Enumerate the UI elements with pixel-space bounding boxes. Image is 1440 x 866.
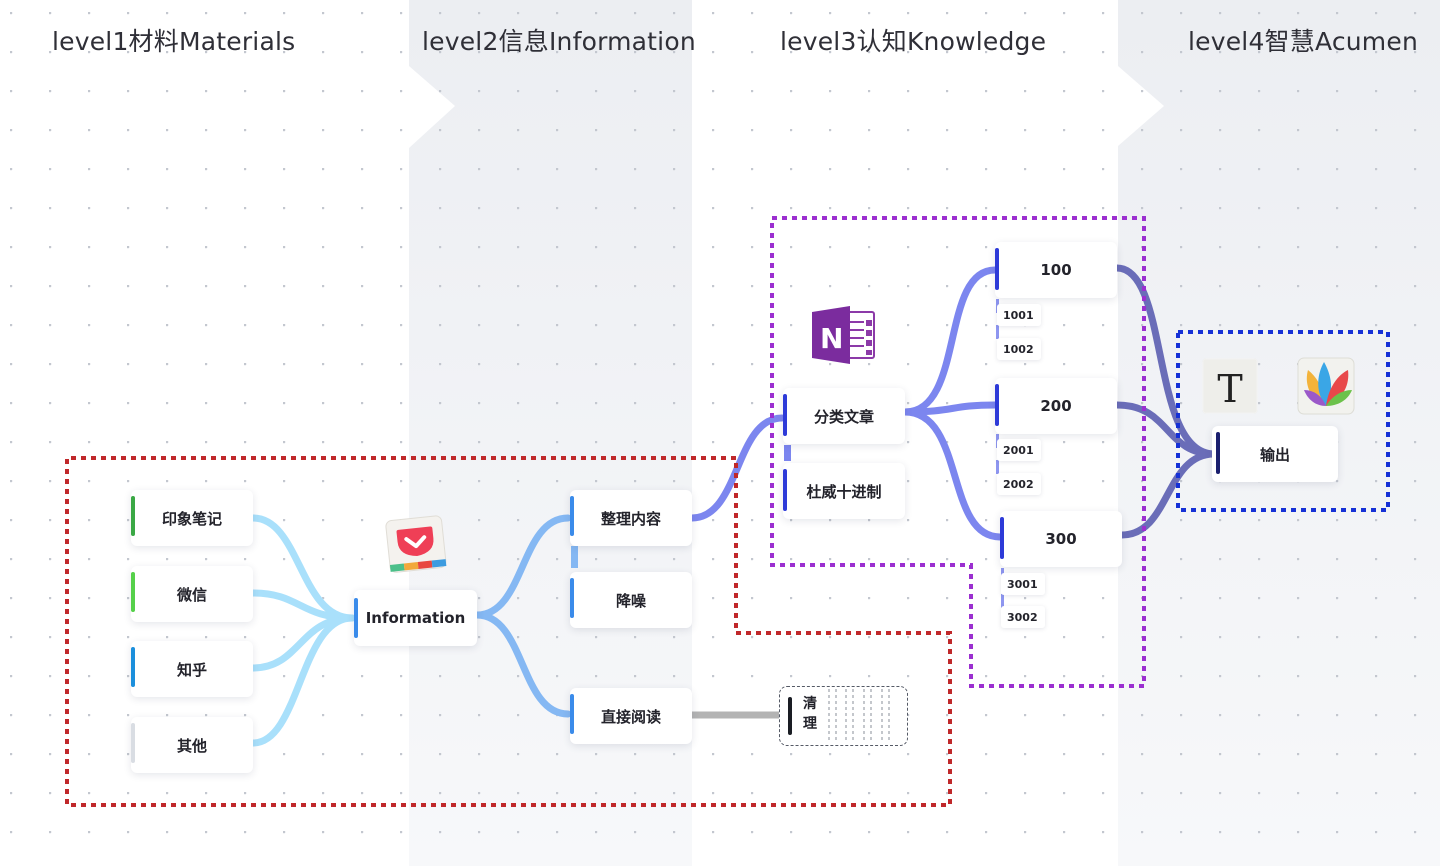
blue-dashed-box bbox=[1176, 330, 1390, 512]
link-output-200 bbox=[1113, 401, 1218, 458]
knowledge-node-classify[interactable]: 分类文章 bbox=[783, 388, 905, 444]
category-node-200[interactable]: 200 bbox=[995, 378, 1117, 434]
leaf-node-2001[interactable]: 2001 bbox=[997, 439, 1041, 461]
node-accent-bar bbox=[570, 578, 574, 618]
cleanup-stack-lines bbox=[788, 689, 890, 742]
link-process-3 bbox=[473, 611, 572, 718]
node-label: 输出 bbox=[1259, 445, 1290, 464]
pocket-app-icon bbox=[385, 515, 447, 573]
header-level3: level3认知Knowledge bbox=[780, 27, 1047, 56]
node-accent-bar bbox=[131, 647, 135, 687]
node-label: 微信 bbox=[176, 585, 207, 604]
red-dashed-box bbox=[65, 456, 952, 807]
link-cat-300 bbox=[901, 408, 1004, 541]
header-level4: level4智慧Acumen bbox=[1188, 27, 1418, 56]
output-links bbox=[1113, 264, 1218, 539]
svg-text:N: N bbox=[820, 322, 843, 355]
node-label: 300 bbox=[1045, 530, 1077, 548]
source-node-other[interactable]: 其他 bbox=[131, 717, 253, 773]
leaf-node-3001[interactable]: 3001 bbox=[1001, 573, 1045, 595]
source-links bbox=[249, 514, 356, 747]
source-node-evernote[interactable]: 印象笔记 bbox=[131, 490, 253, 546]
node-accent-bar bbox=[131, 723, 135, 763]
mindnode-app-icon bbox=[1297, 357, 1355, 415]
knowledge-node-dewey[interactable]: 杜威十进制 bbox=[783, 463, 905, 519]
node-label: 印象笔记 bbox=[161, 509, 222, 528]
link-source-2 bbox=[249, 589, 356, 622]
cleanup-label: 清理 bbox=[803, 696, 817, 732]
onenote-app-icon: N bbox=[812, 306, 875, 364]
node-accent-bar bbox=[783, 469, 787, 511]
node-accent-bar bbox=[354, 598, 358, 638]
node-label: 100 bbox=[1040, 261, 1072, 279]
node-accent-bar bbox=[1216, 432, 1220, 474]
node-label: 分类文章 bbox=[813, 407, 874, 426]
leaf-node-1001[interactable]: 1001 bbox=[997, 304, 1041, 326]
header-level1: level1材料Materials bbox=[52, 27, 296, 56]
link-knowledge-secondary bbox=[784, 445, 791, 461]
process-node-organize[interactable]: 整理内容 bbox=[570, 490, 692, 546]
link-output-100 bbox=[1113, 264, 1218, 458]
hub-node-information[interactable]: Information bbox=[354, 590, 477, 646]
node-accent-bar bbox=[131, 572, 135, 612]
category-node-100[interactable]: 100 bbox=[995, 242, 1117, 298]
typora-app-icon: T bbox=[1202, 358, 1258, 414]
node-label: 直接阅读 bbox=[600, 707, 661, 726]
purple-dashed-box bbox=[770, 216, 1146, 688]
process-node-direct-read[interactable]: 直接阅读 bbox=[570, 688, 692, 744]
node-label: 杜威十进制 bbox=[806, 482, 882, 501]
category-node-300[interactable]: 300 bbox=[1000, 511, 1122, 567]
source-node-wechat[interactable]: 微信 bbox=[131, 566, 253, 622]
node-accent-bar bbox=[995, 248, 999, 290]
node-accent-bar bbox=[570, 694, 574, 734]
cleanup-node[interactable] bbox=[779, 686, 908, 746]
process-links bbox=[473, 514, 572, 718]
node-label: Information bbox=[365, 609, 466, 627]
link-output-300 bbox=[1118, 450, 1218, 539]
node-label: 降噪 bbox=[615, 591, 646, 610]
svg-text:T: T bbox=[1217, 367, 1242, 411]
link-cat-100 bbox=[901, 266, 999, 416]
node-accent-bar bbox=[783, 394, 787, 436]
link-process-1 bbox=[473, 514, 572, 619]
link-process-2 bbox=[571, 546, 578, 568]
node-label: 200 bbox=[1040, 397, 1072, 415]
node-label: 整理内容 bbox=[600, 509, 661, 528]
node-label: 知乎 bbox=[176, 660, 207, 679]
node-accent-bar bbox=[570, 496, 574, 536]
link-source-4 bbox=[249, 614, 356, 747]
node-label: 其他 bbox=[176, 736, 207, 755]
node-accent-bar bbox=[995, 384, 999, 426]
process-node-denoise[interactable]: 降噪 bbox=[570, 572, 692, 628]
leaf-node-3002[interactable]: 3002 bbox=[1001, 606, 1045, 628]
leaf-node-1002[interactable]: 1002 bbox=[997, 338, 1041, 360]
source-node-zhihu[interactable]: 知乎 bbox=[131, 641, 253, 697]
node-accent-bar bbox=[131, 496, 135, 536]
output-node[interactable]: 输出 bbox=[1212, 426, 1338, 482]
node-accent-bar bbox=[1000, 517, 1004, 559]
header-level2: level2信息Information bbox=[422, 27, 696, 56]
leaf-node-2002[interactable]: 2002 bbox=[997, 473, 1041, 495]
